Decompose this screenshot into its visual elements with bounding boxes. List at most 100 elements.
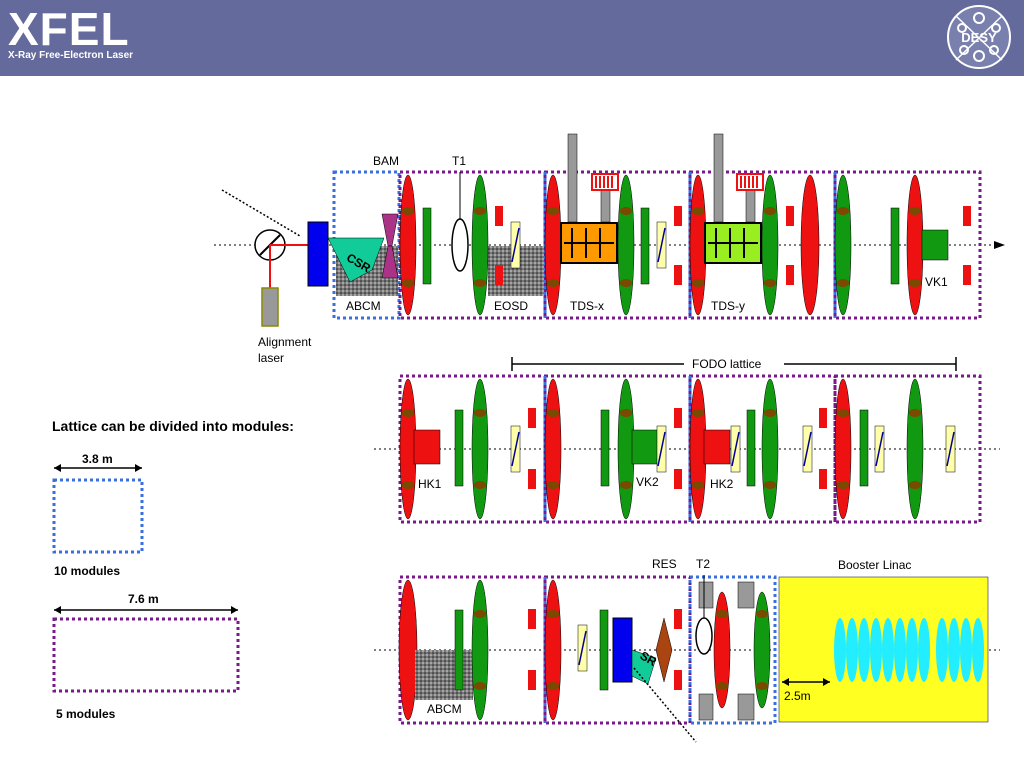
row-injector-section: BAM T1 CSR ABCM EOSD TDS-x TDS-y VK1 [214,133,1005,327]
quadrupole-red [689,174,707,316]
screen-station [874,425,885,473]
t1-label: T1 [452,154,466,168]
quadrupole-red [800,174,820,316]
quadrupole-red [544,174,562,316]
quadrupole-green [834,174,852,316]
t2-toroid [695,617,713,655]
quadrupole-green [753,591,771,709]
bam-icon [381,213,399,247]
steerer-red [495,265,503,285]
desy-logo: DESY [947,5,1011,69]
row-booster-section: RES T2 Booster Linac SR ABCM 2.5m [374,557,1000,743]
corrector-green [746,409,756,487]
hk2-kicker [703,429,731,465]
quadrupole-red [399,378,417,520]
corrector-green [890,207,900,285]
row-fodo-section: HK1 VK2 HK2 [374,374,1000,524]
steerer-red [786,265,794,285]
quadrupole-green [761,174,779,316]
corrector-green [454,609,464,691]
steerer-red [674,469,682,489]
large-module-length: 7.6 m [128,592,159,606]
quadrupole-red [834,378,852,520]
screen-block [307,221,329,287]
tds-y-cavity [704,133,764,264]
steerer-red [528,469,536,489]
large-module-outline [833,170,982,320]
steerer-red [963,265,971,285]
modules-intro: Lattice can be divided into modules: [52,418,294,434]
steerer-red [786,206,794,226]
large-module-example [52,617,240,693]
large-module-outline [543,575,692,725]
laser-source [261,287,279,327]
screen-station [656,221,667,269]
large-module-outline [543,374,692,524]
xfel-subtitle: X-Ray Free-Electron Laser [8,50,134,61]
large-module-count: 5 modules [56,707,116,721]
quadrupole-red [713,591,731,709]
vk2-label: VK2 [636,475,659,489]
collimator-block [698,693,714,721]
quadrupole-red [544,378,562,520]
steerer-red [674,609,682,629]
screen-station [510,425,521,473]
screen-station [510,221,521,269]
screen-station [802,425,813,473]
small-module-example [52,478,144,554]
vk1-label: VK1 [925,275,948,289]
module-legend [52,464,240,693]
screen-station [577,624,588,672]
hk1-label: HK1 [418,477,442,491]
small-module-length: 3.8 m [82,452,113,466]
quadrupole-red [398,579,418,721]
booster-linac-label: Booster Linac [838,558,911,572]
laser-path [221,189,301,237]
fodo-bracket: FODO lattice [511,357,957,371]
tds-x-label: TDS-x [570,299,604,313]
corrector-green [859,409,869,487]
screen-station [730,425,741,473]
beam-direction-arrow [994,241,1005,249]
screen-station [656,425,667,473]
res-icon [655,617,673,683]
quadrupole-green [906,378,924,520]
quadrupole-red [906,174,924,316]
quadrupole-green [471,174,489,316]
xfel-logo: XFEL [8,3,130,55]
steerer-red [495,206,503,226]
quadrupole-red [544,579,562,721]
steerer-red [528,670,536,690]
quadrupole-green [471,378,489,520]
steerer-red [819,469,827,489]
screen-station [945,425,956,473]
large-module-outline [833,374,982,524]
steerer-red [674,670,682,690]
vk1-kicker [921,229,949,261]
t1-toroid [451,218,469,272]
collimator-block [698,581,714,609]
alignment-laser-label: Alignment laser [258,335,312,365]
eosd-label: EOSD [494,299,528,313]
steerer-red [819,408,827,428]
res-label: RES [652,557,677,571]
alignment-laser [254,229,308,327]
svg-text:DESY: DESY [961,30,997,45]
sr-path [633,667,697,743]
tds-y-label: TDS-y [711,299,745,313]
quadrupole-red [399,174,417,316]
corrector-green [640,207,650,285]
quadrupole-green [471,579,489,721]
steerer-red [674,408,682,428]
tds-x-cavity [560,133,619,264]
abcm-block [415,650,473,700]
steerer-red [528,408,536,428]
quadrupole-green [761,378,779,520]
vk2-kicker [631,429,659,465]
quadrupole-green [617,378,635,520]
hk2-label: HK2 [710,477,734,491]
quadrupole-green [617,174,635,316]
booster-cavities [834,618,984,682]
header-banner: XFEL X-Ray Free-Electron Laser DESY [0,0,1024,76]
steerer-red [963,206,971,226]
